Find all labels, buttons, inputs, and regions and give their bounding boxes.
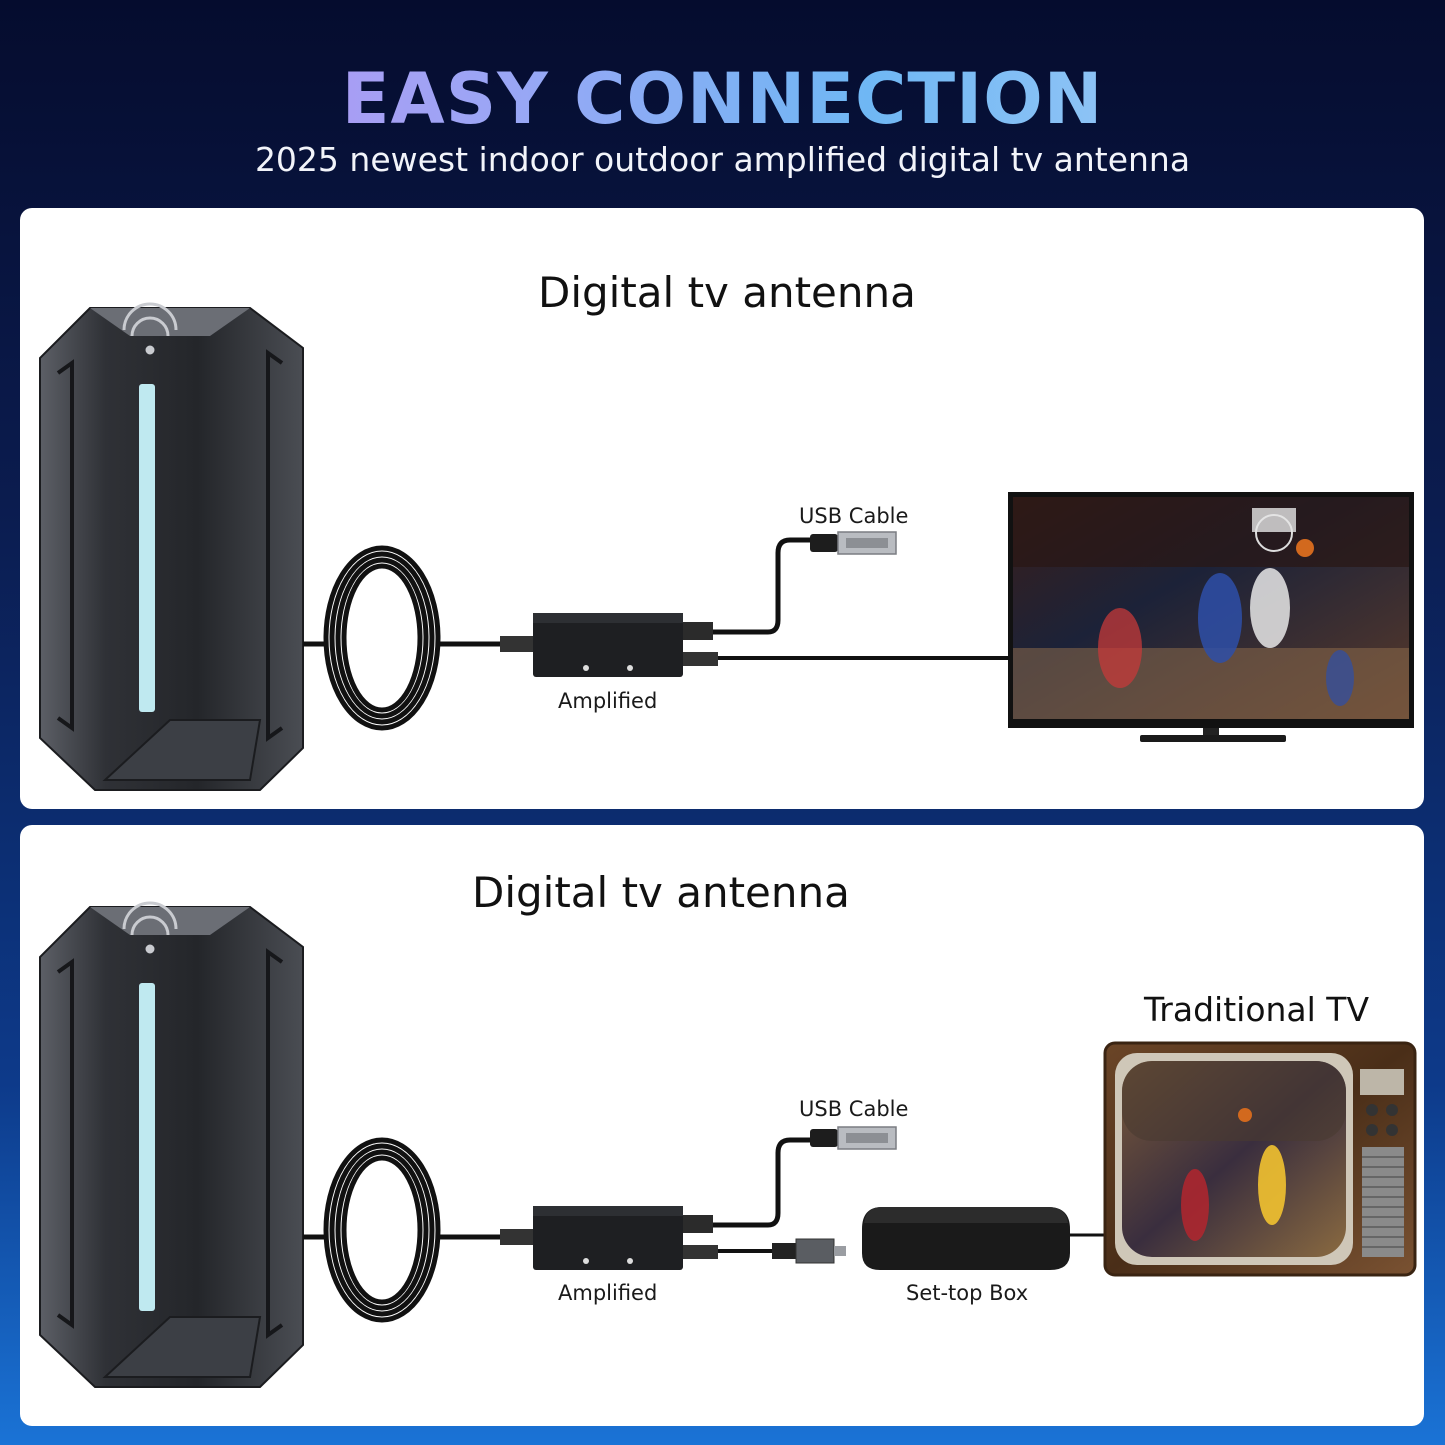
antenna-device (39, 901, 304, 1388)
panel-title: Digital tv antenna (472, 868, 850, 917)
amplifier-box (500, 613, 718, 677)
panel-title: Digital tv antenna (538, 268, 916, 317)
wifi-signal-icon (122, 901, 178, 954)
headline-title: EASY CONNECTION (0, 58, 1445, 140)
amplifier-box (500, 1206, 718, 1270)
set-top-box-label: Set-top Box (906, 1281, 1029, 1305)
headline-subtitle: 2025 newest indoor outdoor amplified dig… (254, 140, 1191, 179)
connection-diagram (39, 901, 1417, 1388)
coaxial-cable-coil (303, 1137, 500, 1323)
coax-f-connector (718, 1238, 846, 1264)
coaxial-cable-coil (303, 545, 500, 731)
antenna-light-strip (139, 384, 155, 712)
connection-diagram (39, 302, 1414, 791)
usb-cable (713, 531, 897, 635)
flat-screen-tv (1008, 492, 1414, 742)
usb-cable (713, 1126, 897, 1228)
set-top-box (862, 1207, 1108, 1270)
usb-cable-label: USB Cable (799, 1097, 909, 1121)
usb-cable-label: USB Cable (799, 504, 909, 528)
antenna-light-strip (139, 983, 155, 1311)
traditional-tv-label: Traditional TV (1144, 990, 1370, 1029)
vintage-tv (1103, 1041, 1417, 1277)
connection-panel-tv: Digital tv antenna (20, 208, 1424, 809)
connection-panel-settop: Digital tv antenna (20, 825, 1424, 1426)
antenna-device (39, 302, 304, 791)
amplifier-label: Amplified (558, 689, 658, 713)
wifi-signal-icon (122, 302, 178, 355)
amplifier-label: Amplified (558, 1281, 658, 1305)
